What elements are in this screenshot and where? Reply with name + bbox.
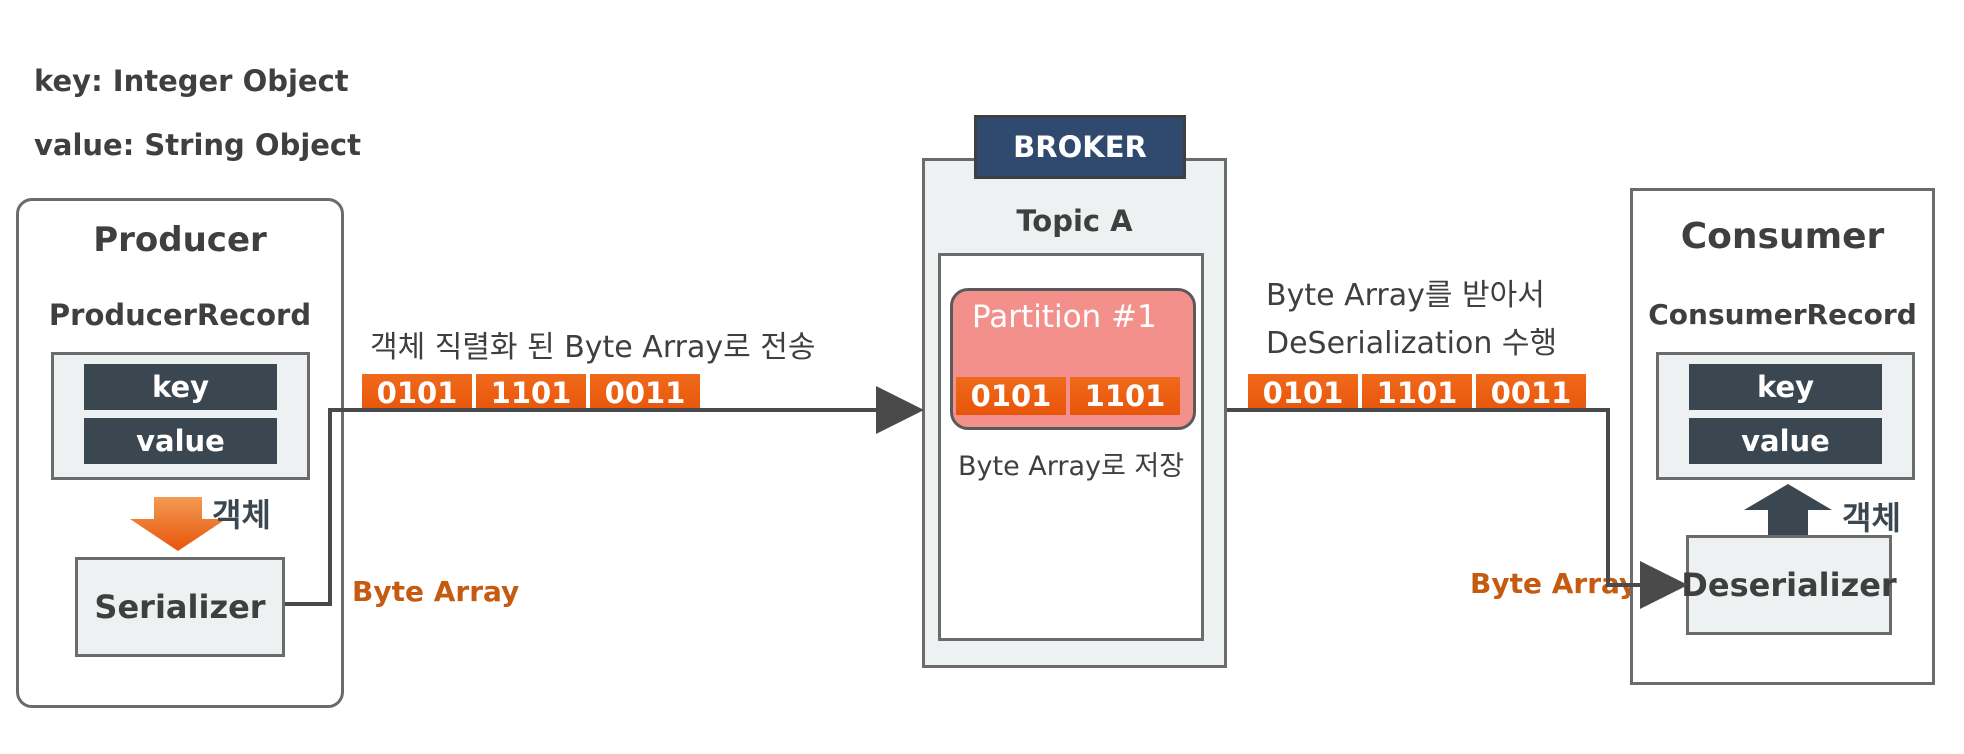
consumer-object-label: 객체: [1842, 499, 1901, 537]
broker-header-label: BROKER: [1013, 130, 1147, 164]
left-bit-2: 0011: [590, 374, 700, 412]
consumer-title: Consumer: [1680, 216, 1885, 257]
right-bit-2: 0011: [1476, 374, 1586, 412]
storage-note: Byte Array로 저장: [958, 451, 1185, 482]
deserializer-box: Deserializer: [1681, 535, 1897, 635]
broker-to-consumer-line: [1227, 408, 1688, 609]
right-bit-0: 0101: [1248, 374, 1358, 412]
consumer-record-title: ConsumerRecord: [1648, 298, 1917, 331]
down-arrow-icon: [130, 497, 226, 551]
consumer-key-cell: key: [1689, 364, 1882, 410]
consumer-value-cell: value: [1689, 418, 1882, 464]
legend-value-line: value: String Object: [34, 128, 361, 162]
producer-key-cell: key: [84, 364, 277, 410]
serializer-box: Serializer: [75, 557, 285, 657]
right-caption-line1: Byte Array를 받아서: [1266, 278, 1545, 313]
left-bit-strip: 0101 1101 0011: [362, 374, 700, 412]
consumer-record: key value: [1656, 352, 1915, 480]
partition-bit-1: 1101: [1070, 377, 1180, 415]
up-arrow-icon: [1744, 484, 1832, 538]
producer-title: Producer: [93, 220, 267, 260]
right-caption-line2: DeSerialization 수행: [1266, 326, 1558, 361]
left-transfer-caption: 객체 직렬화 된 Byte Array로 전송: [370, 330, 816, 365]
partition-title: Partition #1: [972, 299, 1157, 335]
right-bit-strip: 0101 1101 0011: [1248, 374, 1586, 412]
broker-header: BROKER: [974, 115, 1186, 179]
producer-to-broker-line: [285, 386, 924, 606]
producer-byte-array-label: Byte Array: [352, 575, 520, 608]
producer-record: key value: [51, 352, 310, 480]
legend-key-line: key: Integer Object: [34, 64, 349, 98]
right-bit-1: 1101: [1362, 374, 1472, 412]
left-bit-1: 1101: [476, 374, 586, 412]
producer-value-cell: value: [84, 418, 277, 464]
partition-bit-0: 0101: [956, 377, 1066, 415]
partition-bit-strip: 0101 1101: [956, 377, 1180, 415]
producer-record-title: ProducerRecord: [48, 298, 312, 332]
left-bit-0: 0101: [362, 374, 472, 412]
topic-title: Topic A: [1016, 204, 1133, 238]
producer-object-label: 객체: [212, 496, 271, 534]
